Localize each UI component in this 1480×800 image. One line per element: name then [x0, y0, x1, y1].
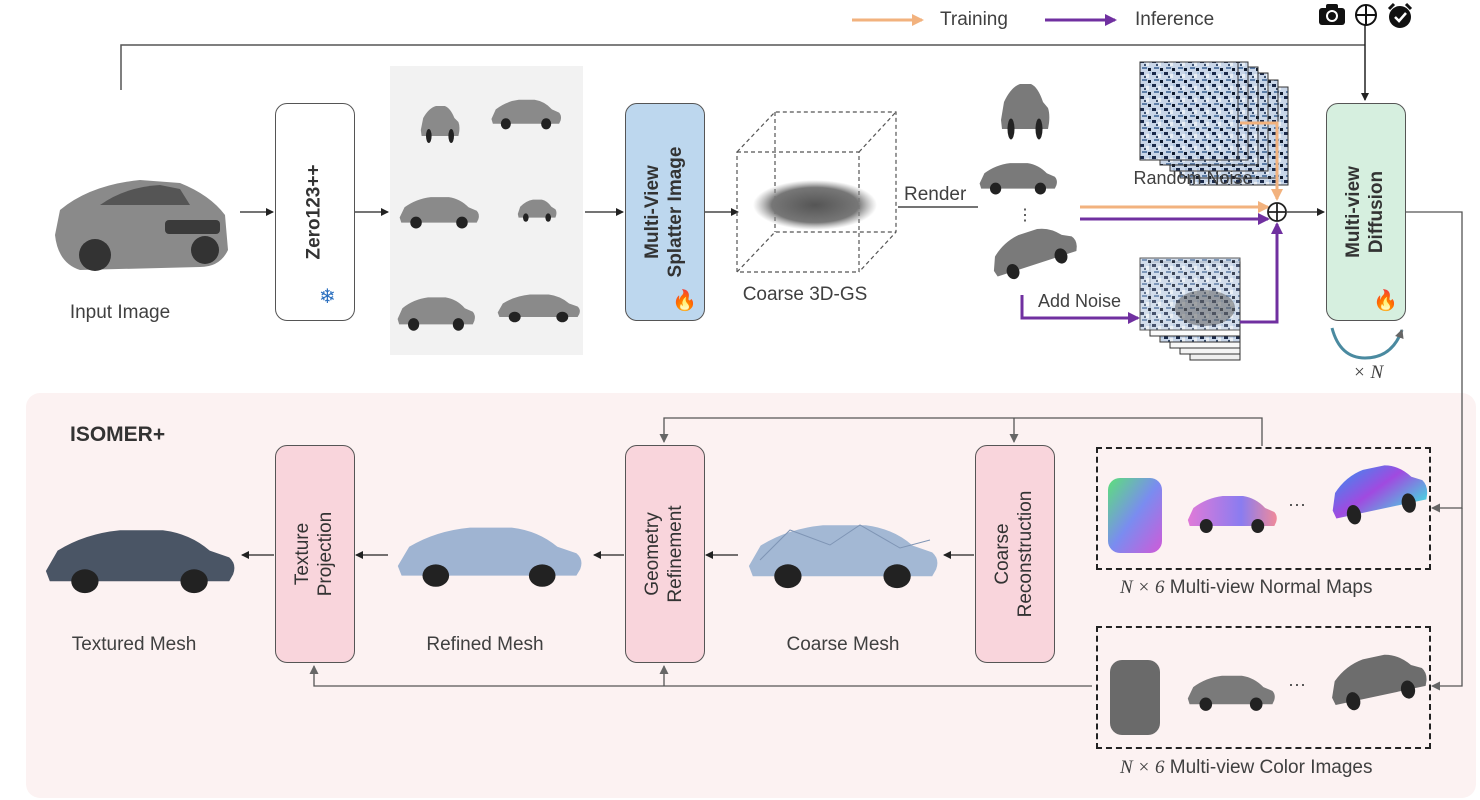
coarse-label-line1: Coarse	[992, 523, 1014, 585]
normal-maps-box	[1096, 447, 1431, 570]
plus-circle-icon	[1267, 202, 1287, 222]
coarse-reconstruction-box: Coarse Reconstruction	[975, 445, 1055, 663]
isomer-title: ISOMER+	[70, 423, 166, 446]
splatter-image-label: Multi-View Splatter Image	[642, 147, 688, 278]
zero123-box-label: Zero123++	[303, 164, 325, 260]
input-image-label: Input Image	[69, 302, 171, 323]
splatter-label-line2: Splatter Image	[665, 146, 686, 278]
geometry-refinement-box: Geometry Refinement	[625, 445, 705, 663]
coarse-mesh	[748, 525, 938, 589]
legend-training-label: Training	[940, 9, 1008, 30]
loop-arrow	[1330, 327, 1404, 360]
noisy-views-stack	[1139, 257, 1241, 361]
texture-label-line2: Projection	[315, 511, 336, 597]
coarse-reconstruction-label: Coarse Reconstruction	[992, 491, 1038, 618]
normal-maps-caption-math: N × 6	[1120, 577, 1165, 598]
texture-projection-box: Texture Projection	[275, 445, 355, 663]
add-noise-arrow	[1020, 295, 1140, 324]
to-normal-maps-arrow	[1406, 211, 1463, 513]
coarse-gs-car-blur	[753, 180, 877, 230]
legend-inference-label: Inference	[1135, 9, 1215, 30]
input-car-image	[55, 180, 228, 271]
normal-maps-caption: N × 6 Multi-view Normal Maps	[1120, 577, 1372, 599]
textured-mesh	[45, 530, 235, 594]
color-images-box	[1096, 626, 1431, 749]
zero123-view-cars	[397, 99, 580, 331]
coarse-mesh-label: Coarse Mesh	[786, 634, 900, 655]
geometry-label-line2: Refinement	[665, 505, 686, 603]
isomer-panel	[26, 393, 1476, 798]
refined-mesh	[397, 527, 582, 587]
textured-mesh-label: Textured Mesh	[71, 634, 197, 655]
geometry-label-line1: Geometry	[642, 512, 664, 596]
color-image-1	[1110, 660, 1160, 735]
normal-maps-caption-text: Multi-view Normal Maps	[1164, 577, 1373, 598]
color-images-ellipsis: ···	[1288, 674, 1306, 694]
diffusion-label-line2: Diffusion	[1366, 170, 1387, 254]
inference-noise-arrow	[1240, 222, 1283, 324]
normal-maps-ellipsis: ···	[1288, 494, 1306, 514]
diffusion-label-line1: Multi-view	[1343, 166, 1365, 258]
render-dots: ⋮	[1017, 207, 1033, 224]
color-images-caption-math: N × 6	[1120, 757, 1165, 778]
fire-icon: 🔥	[672, 290, 697, 312]
training-noise-arrow	[1240, 121, 1283, 201]
texture-label-line1: Texture	[292, 522, 314, 586]
texture-projection-label: Texture Projection	[292, 512, 338, 597]
snowflake-icon: ❄	[319, 286, 336, 308]
splatter-label-line1: Multi-View	[642, 165, 664, 259]
coarse-label-line2: Reconstruction	[1015, 490, 1036, 618]
add-noise-label: Add Noise	[1038, 291, 1122, 311]
color-images-caption: N × 6 Multi-view Color Images	[1120, 757, 1373, 779]
condition-line	[120, 44, 1365, 90]
coarse-gs-label: Coarse 3D-GS	[742, 284, 868, 305]
random-noise-label: Random Noise	[1133, 168, 1253, 188]
random-noise-stack	[1139, 61, 1289, 186]
camera-icon	[1318, 2, 1346, 32]
diffusion-label: Multi-view Diffusion	[1343, 166, 1389, 258]
refined-mesh-label: Refined Mesh	[426, 634, 544, 655]
normals-to-geometry-arrow	[659, 417, 1263, 446]
diffusion-box: Multi-view Diffusion 🔥	[1326, 103, 1406, 321]
color-images-caption-text: Multi-view Color Images	[1164, 757, 1373, 778]
render-label: Render	[904, 184, 967, 205]
colors-to-texture-arrow	[309, 665, 1092, 687]
fire-icon: 🔥	[1373, 290, 1398, 312]
coarse-mesh-facets	[759, 524, 931, 561]
alarm-clock-icon	[1386, 2, 1414, 36]
rendered-views	[979, 84, 1082, 285]
normal-map-1	[1108, 478, 1162, 553]
zero123-box: Zero123++ ❄	[275, 103, 355, 321]
splatter-image-box: Multi-View Splatter Image 🔥	[625, 103, 705, 321]
to-color-images-arrow	[1431, 508, 1463, 691]
plus-circle-icon	[1354, 3, 1378, 33]
times-n-label: × N	[1352, 362, 1384, 383]
geometry-refinement-label: Geometry Refinement	[642, 505, 688, 602]
